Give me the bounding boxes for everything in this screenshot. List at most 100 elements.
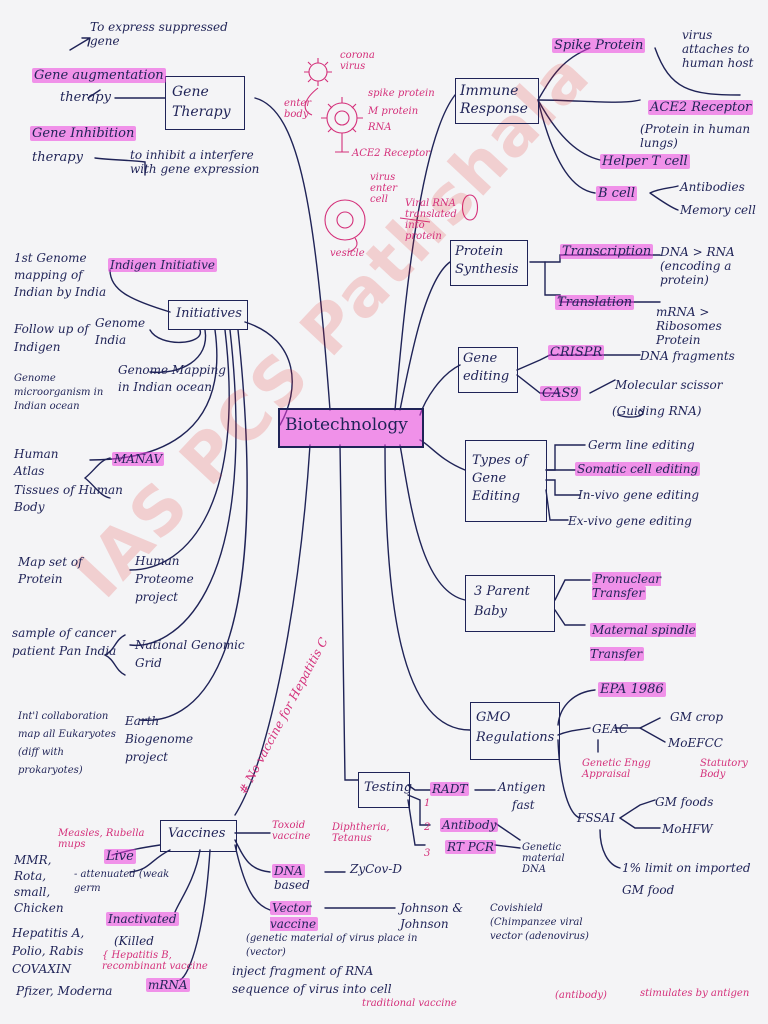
testing-title[interactable]: Testing (364, 780, 413, 795)
map-protein: Map set of Protein (18, 555, 83, 586)
radt-antigen: Antigen (498, 780, 546, 794)
inactivated: Inactivated (106, 912, 179, 926)
virus-attaches: virus attaches to human host (682, 28, 754, 70)
live-vaccine: Live (104, 849, 136, 864)
gene-therapy-express: To express suppressed gene (90, 20, 228, 48)
enter-body-label: enter body (284, 98, 312, 120)
memory-cell: Memory cell (680, 203, 756, 217)
gene-therapy-box (165, 76, 245, 130)
zycov-d: ZyCov-D (350, 862, 402, 876)
test-num-3: 3 (424, 848, 431, 859)
gmo-box (470, 702, 560, 760)
transcription-desc: DNA > RNA (encoding a protein) (660, 245, 735, 287)
statutory-body: Statutory Body (700, 758, 748, 780)
human-atlas: Human Atlas (14, 447, 59, 478)
traditional-vaccine: traditional vaccine (362, 998, 457, 1009)
stimulates-antigen: stimulates by antigen (640, 988, 750, 999)
translation-desc: mRNA > Ribosomes Protein (656, 305, 722, 347)
genome-india: Genome India (95, 316, 146, 347)
radt: RADT (430, 782, 470, 796)
pfizer-moderna: Pfizer, Moderna (16, 984, 113, 998)
vector-vaccine: Vector vaccine (270, 901, 319, 931)
test-num-2: 2 (424, 822, 431, 833)
protein-synthesis-title[interactable]: Protein Synthesis (455, 244, 519, 277)
ace2-receptor: ACE2 Receptor (648, 100, 754, 115)
crispr-desc: DNA fragments (640, 349, 735, 363)
gm-limit: 1% limit on imported GM food (622, 861, 751, 897)
mohfw: MoHFW (662, 822, 713, 836)
guiding-rna: (Guiding RNA) (612, 404, 702, 418)
killed: (Killed (114, 934, 154, 948)
crispr: CRISPR (548, 345, 605, 360)
gene-inhibition-therapy: therapy (32, 150, 83, 165)
first-genome: 1st Genome mapping of Indian by India (14, 251, 107, 299)
geac-full: Genetic Engg Appraisal (582, 758, 651, 780)
genome-micro: Genome microorganism in Indian ocean (14, 373, 104, 412)
protein-synthesis-box (450, 240, 528, 286)
gene-editing-box (458, 347, 518, 393)
radt-fast: fast (512, 798, 535, 812)
dna-vaccine: DNA (272, 864, 305, 878)
antibody-generic: (antibody) (555, 990, 607, 1001)
translation: Translation (555, 295, 635, 310)
ace2-desc: (Protein in human lungs) (640, 122, 751, 150)
pronuclear-transfer: Pronuclear Transfer (592, 572, 662, 600)
rna-label: RNA (368, 122, 392, 133)
toxoid-vaccine: Toxoid vaccine (272, 820, 311, 842)
johnson-johnson: Johnson & Johnson (400, 901, 464, 931)
hepatitis-b: { Hepatitis B, recombinant vaccine (102, 950, 208, 972)
central-node[interactable]: Biotechnology (285, 415, 408, 435)
in-vivo: In-vivo gene editing (578, 488, 700, 502)
attenuated: - attenuated (weak germ (74, 869, 170, 894)
moefcc: MoEFCC (668, 736, 723, 750)
virus-enter-cell-label: virus enter cell (370, 172, 398, 205)
test-num-1: 1 (424, 798, 431, 809)
gmo-title[interactable]: GMO Regulations (476, 710, 555, 745)
gene-editing-title[interactable]: Gene editing (463, 351, 510, 384)
spike-protein-label: spike protein (368, 88, 435, 99)
tissues-body: Tissues of Human Body (14, 483, 123, 514)
vaccines-box (160, 820, 237, 852)
hepatitis-a: Hepatitis A, Polio, Rabis COVAXIN (12, 926, 85, 976)
dna-based: based (274, 878, 310, 892)
gene-therapy-title[interactable]: Gene Therapy (172, 84, 231, 120)
somatic-cell: Somatic cell editing (575, 462, 701, 476)
cas9-desc: Molecular scissor (615, 378, 723, 392)
types-title[interactable]: Types of Gene Editing (472, 453, 528, 504)
spike-protein: Spike Protein (552, 38, 646, 53)
immune-response-title[interactable]: Immune Response (460, 83, 528, 117)
follow-up: Follow up of Indigen (14, 322, 89, 354)
cas9: CAS9 (540, 386, 581, 401)
central-node-box (278, 408, 424, 448)
diphtheria: Diphtheria, Tetanus (332, 822, 390, 844)
gene-inhibition: Gene Inhibition (30, 126, 137, 141)
gm-crop: GM crop (670, 710, 724, 724)
corona-virus-label: corona virus (340, 50, 375, 72)
baby-box (465, 575, 555, 632)
manav: MANAV (112, 452, 165, 466)
ace2-sketch-label: ACE2 Receptor (352, 148, 430, 159)
mrna: mRNA (146, 978, 190, 992)
earth-biogenome: Earth Biogenome project (125, 714, 194, 764)
initiatives-title[interactable]: Initiatives (176, 306, 242, 321)
gene-augmentation-therapy: therapy (60, 90, 111, 105)
viral-rna-label: Viral RNA translated into protein (405, 198, 457, 242)
gene-inhibit-desc: to inhibit a interfere with gene express… (130, 148, 260, 176)
genomic-grid: National Genomic Grid (135, 638, 245, 670)
baby-title[interactable]: 3 Parent Baby (474, 584, 530, 619)
ex-vivo: Ex-vivo gene editing (568, 514, 692, 528)
epa-1986: EPA 1986 (598, 682, 666, 697)
vaccines-title[interactable]: Vaccines (168, 826, 226, 841)
gm-foods: GM foods (655, 795, 714, 809)
maternal-spindle: Maternal spindle Transfer (590, 623, 696, 661)
testing-box (358, 772, 410, 808)
b-cell: B cell (596, 186, 637, 201)
measles-label: Measles, Rubella mups (58, 828, 145, 850)
indigen-initiative: Indigen Initiative (108, 258, 217, 272)
germ-line: Germ line editing (588, 438, 695, 452)
gene-augmentation: Gene augmentation (32, 68, 166, 83)
cancer-sample: sample of cancer patient Pan India (12, 626, 117, 658)
antibodies: Antibodies (680, 180, 745, 194)
vesicle-label: vesicle (330, 248, 365, 259)
